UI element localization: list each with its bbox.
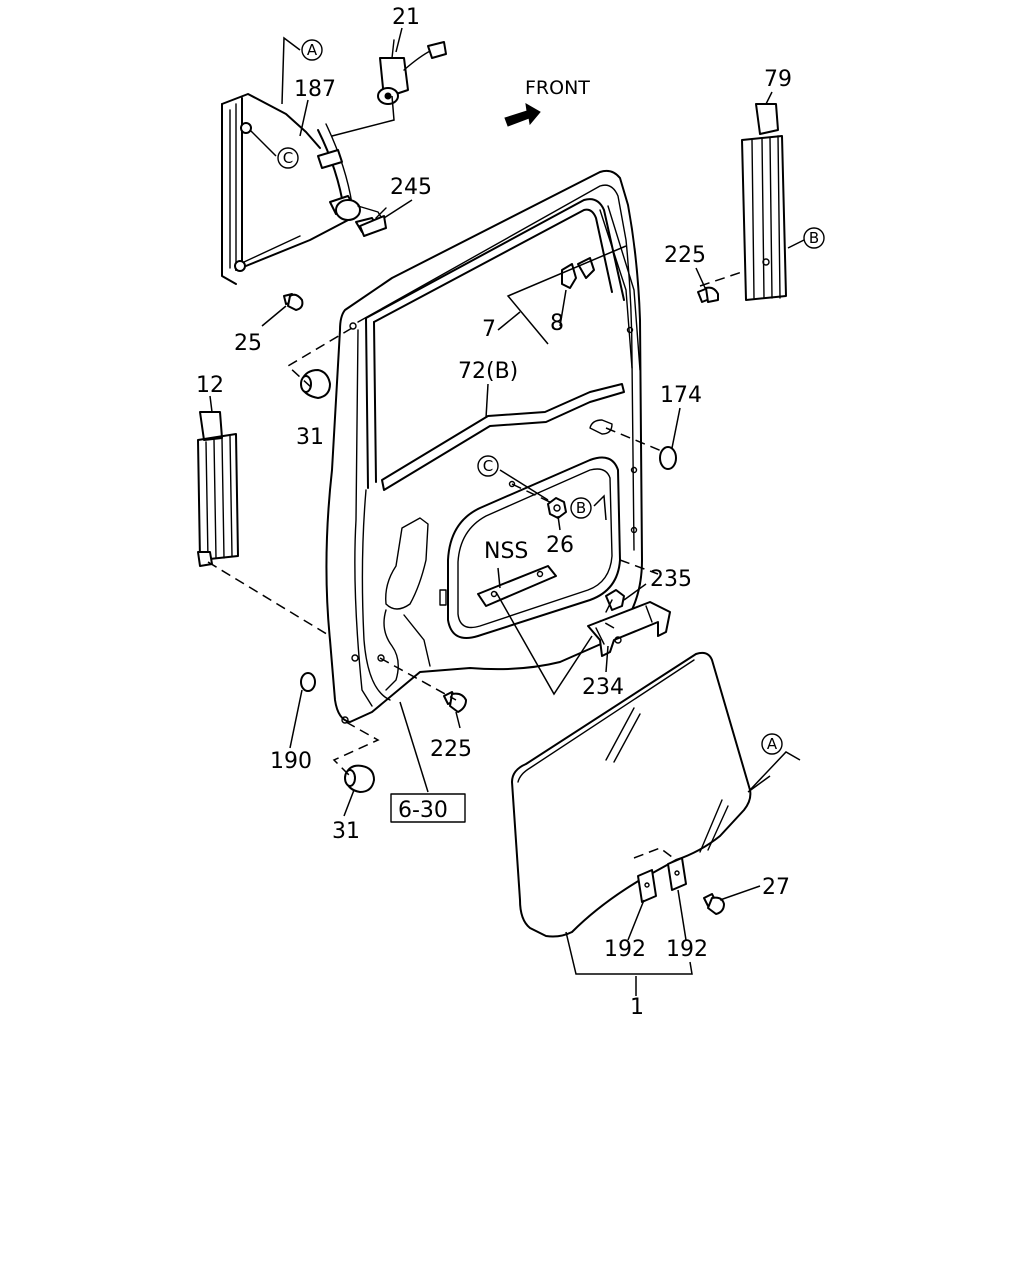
svg-text:C: C: [283, 149, 293, 167]
callout-1: 1: [630, 995, 644, 1020]
ref-marker-c-top: C: [277, 147, 299, 169]
callout-245: 245: [390, 175, 432, 200]
callout-31-lower: 31: [332, 819, 360, 844]
callout-192-right: 192: [666, 937, 708, 962]
bushing-31-upper: [300, 369, 331, 399]
callout-12: 12: [196, 373, 224, 398]
run-channel-79: [741, 103, 787, 301]
run-channel-12: [197, 411, 239, 567]
ref-marker-b-right: B: [803, 227, 825, 249]
ref-box-6-30: 6-30: [390, 793, 466, 823]
svg-text:C: C: [483, 457, 493, 475]
ref-marker-b-center: B: [570, 497, 592, 519]
callout-31-upper: 31: [296, 425, 324, 450]
front-arrow-icon: [504, 103, 541, 127]
callout-187: 187: [294, 77, 336, 102]
callout-235: 235: [650, 567, 692, 592]
nss-label: NSS: [484, 539, 528, 564]
ref-marker-c-center: C: [477, 455, 499, 477]
callout-7: 7: [482, 317, 496, 342]
ref-marker-a-top: A: [301, 39, 323, 61]
bracket-234: [587, 601, 671, 657]
grommet-190: [300, 672, 316, 692]
callout-8: 8: [550, 311, 564, 336]
svg-text:B: B: [576, 499, 586, 517]
callout-190: 190: [270, 749, 312, 774]
callout-174: 174: [660, 383, 702, 408]
callout-72b: 72(B): [458, 359, 518, 384]
callout-27: 27: [762, 875, 790, 900]
callout-26: 26: [546, 533, 574, 558]
bolt-235: [605, 589, 625, 613]
svg-text:B: B: [809, 229, 819, 247]
clip-8: [561, 257, 595, 289]
callout-225-upper: 225: [664, 243, 706, 268]
bushing-31-lower: [344, 764, 375, 793]
bolt-27: [703, 893, 725, 915]
front-label: FRONT: [525, 77, 590, 99]
nut-26: [547, 497, 567, 519]
svg-text:A: A: [767, 735, 778, 753]
installation-lines: [207, 271, 743, 861]
grommet-174: [659, 446, 677, 470]
svg-text:A: A: [307, 41, 318, 59]
door-inner-panel: [325, 169, 643, 724]
bracket-245: [359, 215, 387, 237]
bolt-225-lower: [443, 691, 467, 713]
ref-marker-a-right: A: [761, 733, 783, 755]
callout-79: 79: [764, 67, 792, 92]
window-regulator: [221, 93, 387, 285]
svg-text:6-30: 6-30: [398, 798, 448, 823]
callout-234: 234: [582, 675, 624, 700]
door-glass: [511, 651, 752, 938]
callout-21: 21: [392, 5, 420, 30]
callout-192-left: 192: [604, 937, 646, 962]
regulator-motor: [377, 39, 447, 105]
nss-channel: [477, 565, 557, 607]
callout-25: 25: [234, 331, 262, 356]
leader-lines: [209, 27, 805, 996]
bolt-225-upper: [697, 286, 719, 303]
bolt-25: [283, 293, 304, 311]
callout-225-lower: 225: [430, 737, 472, 762]
